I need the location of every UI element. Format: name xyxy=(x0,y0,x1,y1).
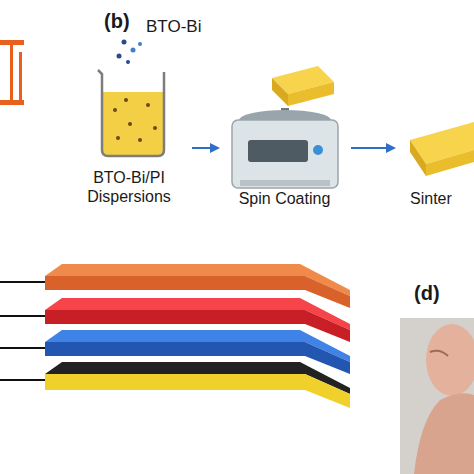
step-label: Sinter xyxy=(398,189,474,208)
particle xyxy=(138,42,142,46)
dispersed-particle xyxy=(124,98,128,102)
beaker-glass xyxy=(98,70,164,156)
dispersed-particle xyxy=(153,126,157,130)
sintered-film xyxy=(410,122,474,176)
particle xyxy=(122,40,127,45)
spin-coater xyxy=(232,66,338,188)
coater-body xyxy=(232,120,338,188)
lip xyxy=(430,351,448,356)
sponge-front xyxy=(288,82,334,106)
orange-bar xyxy=(0,40,24,45)
face xyxy=(426,324,474,396)
control-panel xyxy=(248,140,308,162)
process-step: Spin Coating xyxy=(222,60,347,208)
film-side xyxy=(410,140,426,176)
layer-stack xyxy=(0,264,350,408)
panel-label: (b) xyxy=(104,10,130,33)
particle xyxy=(117,54,122,59)
coater-base xyxy=(240,180,330,186)
material-label: BTO-Bi xyxy=(146,17,201,37)
beaker xyxy=(98,70,164,156)
step-label: BTO-Bi/PI Dispersions xyxy=(70,168,188,206)
panel-label: (d) xyxy=(414,282,440,305)
process-step: BTO-Bi/PI Dispersions xyxy=(70,62,188,206)
hand xyxy=(414,393,474,474)
substrate-layer-front xyxy=(45,374,350,408)
dispersed-particle xyxy=(138,138,142,142)
orange-line xyxy=(19,52,22,100)
step-label: Spin Coating xyxy=(222,189,347,208)
particle xyxy=(131,48,136,53)
wire xyxy=(0,347,50,349)
panel-a-fragment xyxy=(0,40,24,105)
liquid xyxy=(102,92,164,156)
wire xyxy=(0,281,50,283)
dispersed-particle xyxy=(116,136,120,140)
process-step: Sinter xyxy=(398,100,474,208)
sponge-side xyxy=(272,78,288,106)
flow-arrow xyxy=(351,147,394,149)
orange-bar xyxy=(0,100,24,105)
film-front xyxy=(426,150,474,176)
dispersed-particle xyxy=(128,122,132,126)
knob xyxy=(313,145,323,155)
particle xyxy=(126,60,130,64)
wire xyxy=(0,315,50,317)
orange-line xyxy=(10,45,13,100)
flow-arrow xyxy=(192,147,218,149)
dispersed-particle xyxy=(146,103,150,107)
particles xyxy=(117,40,143,65)
photo xyxy=(400,318,474,474)
dispersed-particle xyxy=(113,108,117,112)
wire xyxy=(0,379,50,381)
